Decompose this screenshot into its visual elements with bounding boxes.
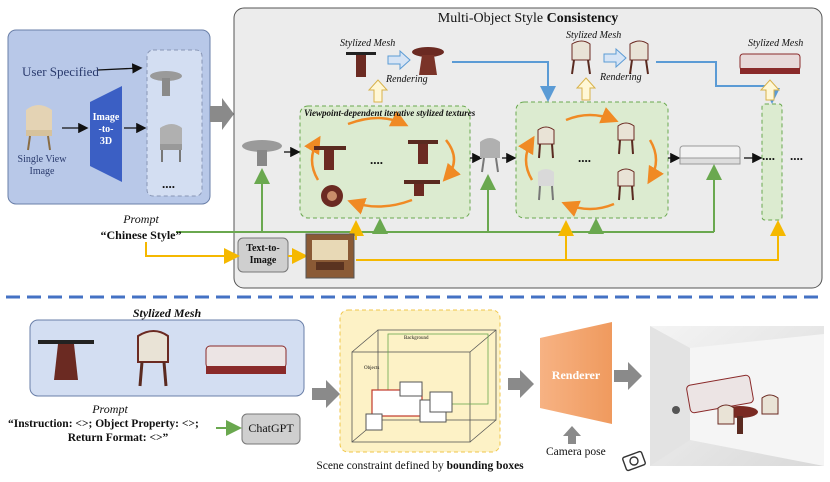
scene-caption-bold: bounding boxes bbox=[446, 460, 524, 472]
ellipsis-box3: .... bbox=[762, 148, 775, 163]
bounding-box-panel bbox=[339, 309, 501, 453]
gray-chair-mid-icon bbox=[480, 138, 500, 173]
stylized-sofa-bottom bbox=[205, 345, 287, 374]
viewpoint-label: Viewpoint-dependent iterative stylized t… bbox=[304, 108, 476, 118]
prompt-value-top: “Chinese Style” bbox=[100, 228, 182, 242]
scene-caption-normal: Scene constraint defined by bbox=[316, 460, 447, 472]
image-to-3d-block bbox=[90, 86, 122, 182]
panel-title-normal: Multi-Object Style bbox=[437, 11, 547, 26]
stylized-chair-bottom bbox=[137, 330, 169, 387]
stylized-table-bottom bbox=[38, 340, 94, 380]
ellipsis-list: .... bbox=[162, 176, 175, 191]
ellipsis-box1: .... bbox=[370, 152, 383, 167]
room-render bbox=[650, 326, 824, 466]
panel-title-bold: Consistency bbox=[546, 11, 619, 26]
panel-title: Multi-Object Style Consistency bbox=[234, 11, 822, 27]
instruction-line-2: Return Format: <>” bbox=[67, 432, 169, 444]
texture-views-1 bbox=[314, 140, 440, 207]
stylized-mesh-label-2: Stylized Mesh bbox=[566, 30, 622, 41]
chatgpt-label: ChatGPT bbox=[248, 421, 294, 435]
rendering-label-2: Rendering bbox=[600, 72, 642, 83]
beige-chair-icon bbox=[26, 105, 52, 151]
stylized-mesh-title: Stylized Mesh bbox=[132, 306, 202, 320]
chatgpt-box bbox=[241, 413, 301, 445]
gray-arrow-3 bbox=[614, 362, 642, 390]
scene-caption: Scene constraint defined by bounding box… bbox=[300, 460, 540, 472]
background-label: Background bbox=[404, 336, 429, 341]
prompt-label-top: Prompt bbox=[123, 212, 159, 226]
gray-chair-icon bbox=[160, 124, 182, 162]
camera-icon bbox=[622, 450, 646, 472]
single-view-image-label: Single View Image bbox=[17, 154, 67, 177]
stylized-chair-top-icons bbox=[571, 40, 649, 75]
gray-table-icon bbox=[150, 71, 182, 96]
ellipsis-box2: .... bbox=[578, 150, 591, 165]
instruction-line-1: “Instruction: <>; Object Property: <>; bbox=[8, 418, 199, 430]
white-sofa-icon bbox=[679, 145, 741, 165]
prompt-label-bottom: Prompt bbox=[92, 402, 128, 416]
gray-arrow-1 bbox=[312, 380, 340, 408]
text-to-image-label: Text-to- Image bbox=[246, 243, 280, 266]
big-arrow-top bbox=[210, 98, 234, 130]
texture-box-2 bbox=[515, 101, 669, 219]
gray-arrow-2 bbox=[508, 370, 534, 398]
object-list-box bbox=[146, 49, 203, 197]
objects-label: Objects bbox=[364, 366, 380, 371]
gray-table-start-icon bbox=[242, 140, 282, 166]
image-to-3d-label: Image -to- 3D bbox=[92, 112, 120, 147]
stylized-mesh-label-1: Stylized Mesh bbox=[340, 38, 396, 49]
camera-up-arrow bbox=[563, 426, 581, 444]
user-specified-label: User Specified bbox=[22, 64, 99, 79]
renderer-block bbox=[540, 322, 612, 424]
text-to-image-thumbnail bbox=[305, 233, 355, 279]
stylized-mesh-label-3: Stylized Mesh bbox=[748, 38, 804, 49]
stylized-sofa-top-icon bbox=[739, 53, 801, 74]
camera-pose-label: Camera pose bbox=[546, 446, 606, 458]
stylized-table-icon-1 bbox=[346, 52, 376, 77]
stylized-table-render-1 bbox=[412, 47, 444, 75]
ellipsis-end: .... bbox=[790, 148, 803, 163]
renderer-label: Renderer bbox=[551, 368, 601, 382]
rendering-label-1: Rendering bbox=[386, 74, 428, 85]
texture-views-2 bbox=[537, 122, 635, 201]
